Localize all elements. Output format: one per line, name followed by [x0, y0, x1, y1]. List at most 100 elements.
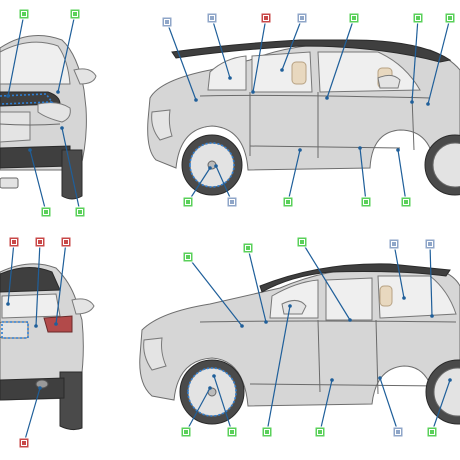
rear-view [0, 263, 95, 431]
annotation-marker-m15[interactable] [360, 196, 372, 208]
leader-endpoint-m17 [6, 302, 10, 306]
side-view-lower [139, 263, 460, 425]
leader-endpoint-m15 [358, 146, 362, 150]
annotation-markers [8, 8, 456, 449]
leader-endpoint-m20 [38, 386, 42, 390]
annotation-marker-m21[interactable] [182, 251, 194, 263]
leader-line-m21 [187, 256, 243, 327]
leader-lines [6, 13, 452, 444]
leader-line-m25 [429, 243, 433, 317]
leader-endpoint-m30 [378, 376, 382, 380]
annotation-marker-m23[interactable] [296, 236, 308, 248]
annotation-marker-m19[interactable] [60, 236, 72, 248]
leader-endpoint-m26 [208, 386, 212, 390]
leader-endpoint-m12 [208, 166, 212, 170]
leader-line-m18 [35, 241, 41, 327]
leader-endpoint-m25 [430, 314, 434, 318]
annotation-marker-m13[interactable] [226, 196, 238, 208]
highlight-rear-plate [1, 321, 29, 339]
annotation-marker-m12[interactable] [182, 196, 194, 208]
leader-endpoint-m6 [280, 68, 284, 72]
leader-line-m2 [57, 13, 76, 93]
leader-line-m31 [431, 379, 451, 433]
annotation-marker-m4[interactable] [206, 12, 218, 24]
annotation-marker-m2[interactable] [69, 8, 81, 20]
leader-endpoint-m2 [56, 90, 60, 94]
annotation-marker-m16[interactable] [400, 196, 412, 208]
annotation-marker-m30[interactable] [392, 426, 404, 438]
side-view-upper [147, 39, 460, 196]
leader-line-m16 [397, 149, 407, 203]
annotation-marker-m11[interactable] [74, 206, 86, 218]
leader-line-m23 [301, 241, 351, 321]
leader-endpoint-m1 [6, 94, 10, 98]
leader-line-m22 [247, 247, 267, 323]
annotation-marker-m8[interactable] [412, 12, 424, 24]
annotation-marker-m28[interactable] [261, 426, 273, 438]
annotation-marker-m10[interactable] [40, 206, 52, 218]
leader-line-m3 [166, 21, 197, 101]
annotation-marker-m27[interactable] [226, 426, 238, 438]
leader-line-m10 [29, 149, 47, 213]
leader-line-m8 [411, 17, 419, 103]
leader-line-m24 [393, 243, 405, 299]
annotation-marker-m3[interactable] [161, 16, 173, 28]
leader-endpoint-m28 [288, 304, 292, 308]
leader-endpoint-m4 [228, 76, 232, 80]
annotation-marker-m24[interactable] [388, 238, 400, 250]
annotation-marker-m18[interactable] [34, 236, 46, 248]
leader-endpoint-m31 [448, 378, 452, 382]
leader-endpoint-m3 [194, 98, 198, 102]
front-view [0, 35, 97, 200]
annotation-marker-m25[interactable] [424, 238, 436, 250]
leader-endpoint-m13 [214, 164, 218, 168]
leader-line-m12 [187, 167, 211, 203]
leader-endpoint-m16 [396, 148, 400, 152]
leader-line-m17 [7, 241, 15, 305]
leader-line-m5 [252, 17, 267, 93]
leader-endpoint-m29 [330, 378, 334, 382]
leader-endpoint-m9 [426, 102, 430, 106]
leader-line-m15 [359, 147, 367, 203]
leader-endpoint-m19 [54, 322, 58, 326]
leader-line-m27 [213, 375, 233, 433]
leader-line-m11 [61, 127, 81, 213]
annotation-marker-m20[interactable] [18, 437, 30, 449]
annotation-marker-m6[interactable] [296, 12, 308, 24]
leader-endpoint-m10 [28, 148, 32, 152]
leader-line-m9 [427, 17, 451, 105]
leader-line-m1 [7, 13, 25, 97]
leader-endpoint-m14 [298, 148, 302, 152]
annotation-marker-m17[interactable] [8, 236, 20, 248]
leader-line-m29 [319, 379, 333, 433]
leader-line-m26 [185, 387, 211, 433]
leader-endpoint-m8 [410, 100, 414, 104]
leader-line-m19 [55, 241, 67, 325]
leader-line-m20 [23, 387, 41, 444]
leader-line-m13 [215, 165, 233, 203]
leader-endpoint-m18 [34, 324, 38, 328]
annotation-marker-m22[interactable] [242, 242, 254, 254]
leader-line-m28 [266, 305, 291, 433]
annotation-marker-m29[interactable] [314, 426, 326, 438]
annotation-marker-m1[interactable] [18, 8, 30, 20]
annotation-marker-m26[interactable] [180, 426, 192, 438]
leader-line-m7 [326, 17, 355, 99]
annotation-marker-m31[interactable] [426, 426, 438, 438]
leader-line-m4 [211, 17, 231, 79]
leader-line-m6 [281, 17, 303, 71]
annotation-marker-m7[interactable] [348, 12, 360, 24]
leader-line-m14 [287, 149, 301, 203]
leader-endpoint-m23 [348, 318, 352, 322]
leader-endpoint-m22 [264, 320, 268, 324]
leader-endpoint-m27 [212, 374, 216, 378]
annotation-marker-m9[interactable] [444, 12, 456, 24]
leader-endpoint-m7 [325, 96, 329, 100]
annotation-marker-m14[interactable] [282, 196, 294, 208]
leader-endpoint-m21 [240, 324, 244, 328]
leader-endpoint-m11 [60, 126, 64, 130]
leader-endpoint-m5 [251, 90, 255, 94]
annotation-marker-m5[interactable] [260, 12, 272, 24]
